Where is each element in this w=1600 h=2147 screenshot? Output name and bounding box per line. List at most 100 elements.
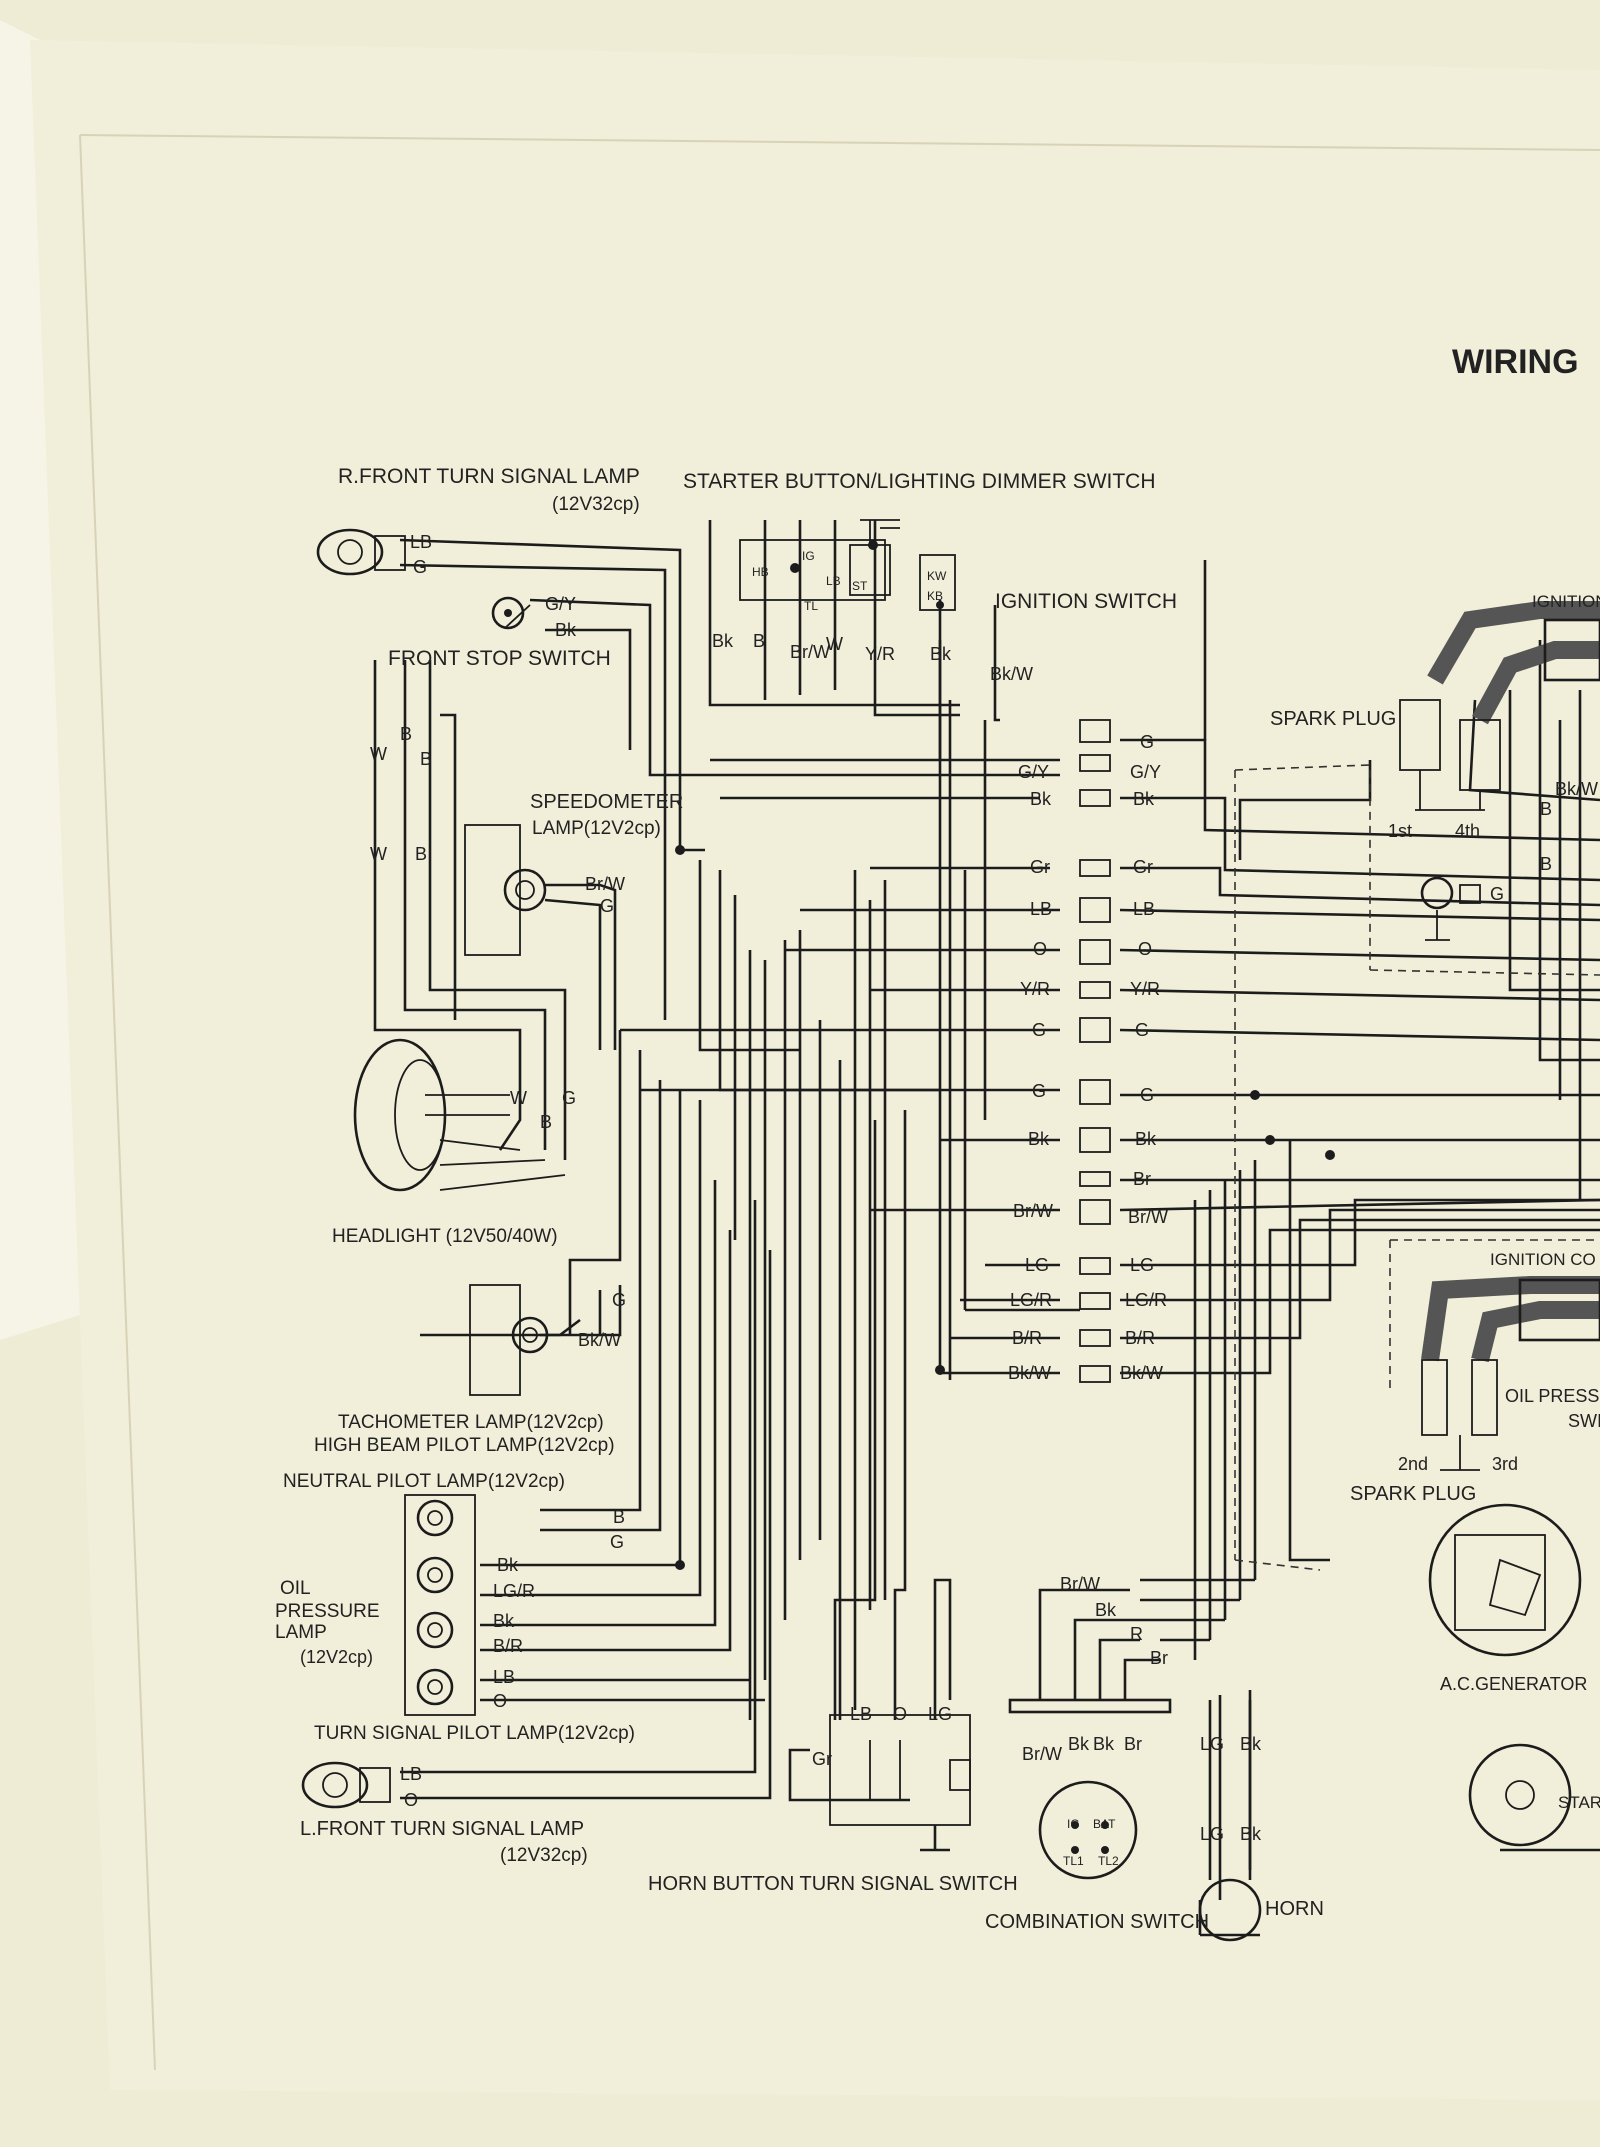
starter-motor-label: STAR bbox=[1558, 1793, 1600, 1812]
top-right-ground-lamp bbox=[1420, 876, 1481, 941]
wire-code: Bk bbox=[1093, 1734, 1115, 1754]
dashed-ground-3 bbox=[1369, 969, 1600, 976]
wire-code: B bbox=[540, 1112, 552, 1132]
connector-left-label: O bbox=[1033, 939, 1047, 959]
connector-left-label: G bbox=[1032, 1081, 1046, 1101]
diagram-sheet bbox=[30, 40, 1600, 2100]
connector-right-label: Br bbox=[1133, 1169, 1151, 1189]
horn bbox=[1198, 1878, 1262, 1942]
wire-code: LG/R bbox=[493, 1581, 535, 1601]
connector-right-label: G/Y bbox=[1130, 762, 1161, 782]
sheet-edge bbox=[79, 134, 1600, 151]
dashed-ground-6 bbox=[1234, 1559, 1321, 1571]
connector-right-label: G bbox=[1140, 1085, 1154, 1105]
connector-blocks bbox=[1079, 719, 1111, 1383]
wire-code: Bk bbox=[1240, 1734, 1262, 1754]
wire-code: R bbox=[1130, 1624, 1143, 1644]
wire-code: Br bbox=[1150, 1648, 1168, 1668]
spark-plug-bottom-label: SPARK PLUG bbox=[1350, 1483, 1476, 1505]
wire-code: Y/R bbox=[865, 644, 895, 664]
wire-code-labels: LB G G/Y Bk W B B W B Br/W G W B G G Bk/… bbox=[370, 532, 1598, 1868]
terminal-label: TL bbox=[804, 599, 818, 613]
wire-code: Bk/W bbox=[578, 1330, 621, 1350]
l-front-turn-lamp-label: L.FRONT TURN SIGNAL LAMP bbox=[300, 1818, 584, 1840]
wire-code: B bbox=[420, 749, 432, 769]
wire-code: B bbox=[613, 1507, 625, 1527]
connector-right-label: B/R bbox=[1125, 1328, 1155, 1348]
connector-right-label: LB bbox=[1133, 899, 1155, 919]
connector-left-label: LG/R bbox=[1010, 1290, 1052, 1310]
sheet-fold bbox=[79, 134, 156, 2071]
connector-right-label: Bk/W bbox=[1120, 1363, 1163, 1383]
connector-right-label: Br/W bbox=[1128, 1207, 1168, 1227]
front-stop-switch bbox=[491, 596, 531, 630]
wire-code: LB bbox=[850, 1704, 872, 1724]
wire-code: Br/W bbox=[1060, 1574, 1100, 1594]
cylinder-1st-label: 1st bbox=[1388, 821, 1412, 841]
connector-left-label: Gr bbox=[1030, 857, 1050, 877]
terminal-label: LB bbox=[826, 574, 841, 588]
wire-code: Bk/W bbox=[990, 664, 1033, 684]
wire-code: Bk bbox=[555, 620, 577, 640]
wire-code: O bbox=[404, 1790, 418, 1810]
wire-code: B bbox=[1540, 854, 1552, 874]
r-front-turn-lamp-label: R.FRONT TURN SIGNAL LAMP bbox=[338, 465, 640, 488]
ignition-coil-top-label: IGNITION bbox=[1532, 592, 1600, 611]
wire-code: W bbox=[510, 1088, 527, 1108]
connector-row-labels: G G/Y G/Y Bk Bk Gr Gr LB LB O O Y/R Y/R … bbox=[1008, 732, 1168, 1383]
wire-code: LG bbox=[928, 1704, 952, 1724]
wire-code: W bbox=[370, 744, 387, 764]
wire-code: Bk bbox=[1068, 1734, 1090, 1754]
headlight bbox=[353, 1038, 510, 1192]
ac-generator-label: A.C.GENERATOR bbox=[1440, 1674, 1587, 1694]
wire-code: G bbox=[413, 557, 427, 577]
connector-left-label: Bk bbox=[1030, 789, 1052, 809]
terminal-label: ST bbox=[852, 579, 868, 593]
wire-code: B/R bbox=[493, 1636, 523, 1656]
connector-left-label: B/R bbox=[1012, 1328, 1042, 1348]
terminal-label: IG bbox=[1067, 1817, 1080, 1831]
wire-code: Br bbox=[1124, 1734, 1142, 1754]
wire-code: W bbox=[826, 634, 843, 654]
oil-pressure-lamp-label-3: LAMP bbox=[275, 1622, 327, 1643]
wire-code: Br/W bbox=[790, 642, 830, 662]
wire-code: G bbox=[600, 896, 614, 916]
terminal-label: TL2 bbox=[1098, 1854, 1119, 1868]
wire-code: O bbox=[493, 1691, 507, 1711]
terminal-label: KB bbox=[927, 589, 943, 603]
wire-code: B bbox=[1540, 799, 1552, 819]
speedometer-lamp-label-2: LAMP(12V2cp) bbox=[532, 818, 661, 839]
connector-right-label: G bbox=[1140, 732, 1154, 752]
component-labels: R.FRONT TURN SIGNAL LAMP (12V32cp) START… bbox=[275, 465, 1600, 1933]
wire-code: Br/W bbox=[1022, 1744, 1062, 1764]
wire-code: G bbox=[610, 1532, 624, 1552]
connector-left-label: G bbox=[1032, 1020, 1046, 1040]
speedometer-lamp-label: SPEEDOMETER bbox=[530, 791, 683, 813]
turn-signal-pilot-lamp-label: TURN SIGNAL PILOT LAMP(12V2cp) bbox=[314, 1723, 635, 1744]
connector-right-label: G bbox=[1135, 1020, 1149, 1040]
connector-right-label: Bk bbox=[1133, 789, 1155, 809]
wire-code: O bbox=[893, 1704, 907, 1724]
wire-code: LG bbox=[1200, 1734, 1224, 1754]
wire-code: Br/W bbox=[585, 874, 625, 894]
starter-motor bbox=[1468, 1743, 1600, 1852]
wire-code: Bk bbox=[497, 1555, 519, 1575]
speedometer-lamp bbox=[464, 824, 547, 956]
wire-code: LB bbox=[493, 1667, 515, 1687]
wire-code: Gr bbox=[812, 1749, 832, 1769]
connector-left-label: G/Y bbox=[1018, 762, 1049, 782]
neutral-pilot-lamp-label: NEUTRAL PILOT LAMP(12V2cp) bbox=[283, 1471, 565, 1492]
wire-code: B bbox=[415, 844, 427, 864]
pilot-lamp-cluster bbox=[404, 1494, 476, 1716]
horn-label: HORN bbox=[1265, 1898, 1324, 1920]
connector-left-label: Bk bbox=[1028, 1129, 1050, 1149]
oil-pressure-lamp-label-1: OIL bbox=[280, 1578, 311, 1599]
terminal-label: HB bbox=[752, 565, 769, 579]
r-front-turn-lamp bbox=[316, 528, 406, 576]
terminal-label: IG bbox=[802, 549, 815, 563]
tachometer-lamp bbox=[469, 1284, 549, 1396]
cylinder-4th-label: 4th bbox=[1455, 821, 1480, 841]
connector-left-label: LB bbox=[1030, 899, 1052, 919]
ignition-coil-bottom-label: IGNITION CO bbox=[1490, 1250, 1596, 1269]
starter-dimmer-switch-label: STARTER BUTTON/LIGHTING DIMMER SWITCH bbox=[683, 470, 1156, 493]
